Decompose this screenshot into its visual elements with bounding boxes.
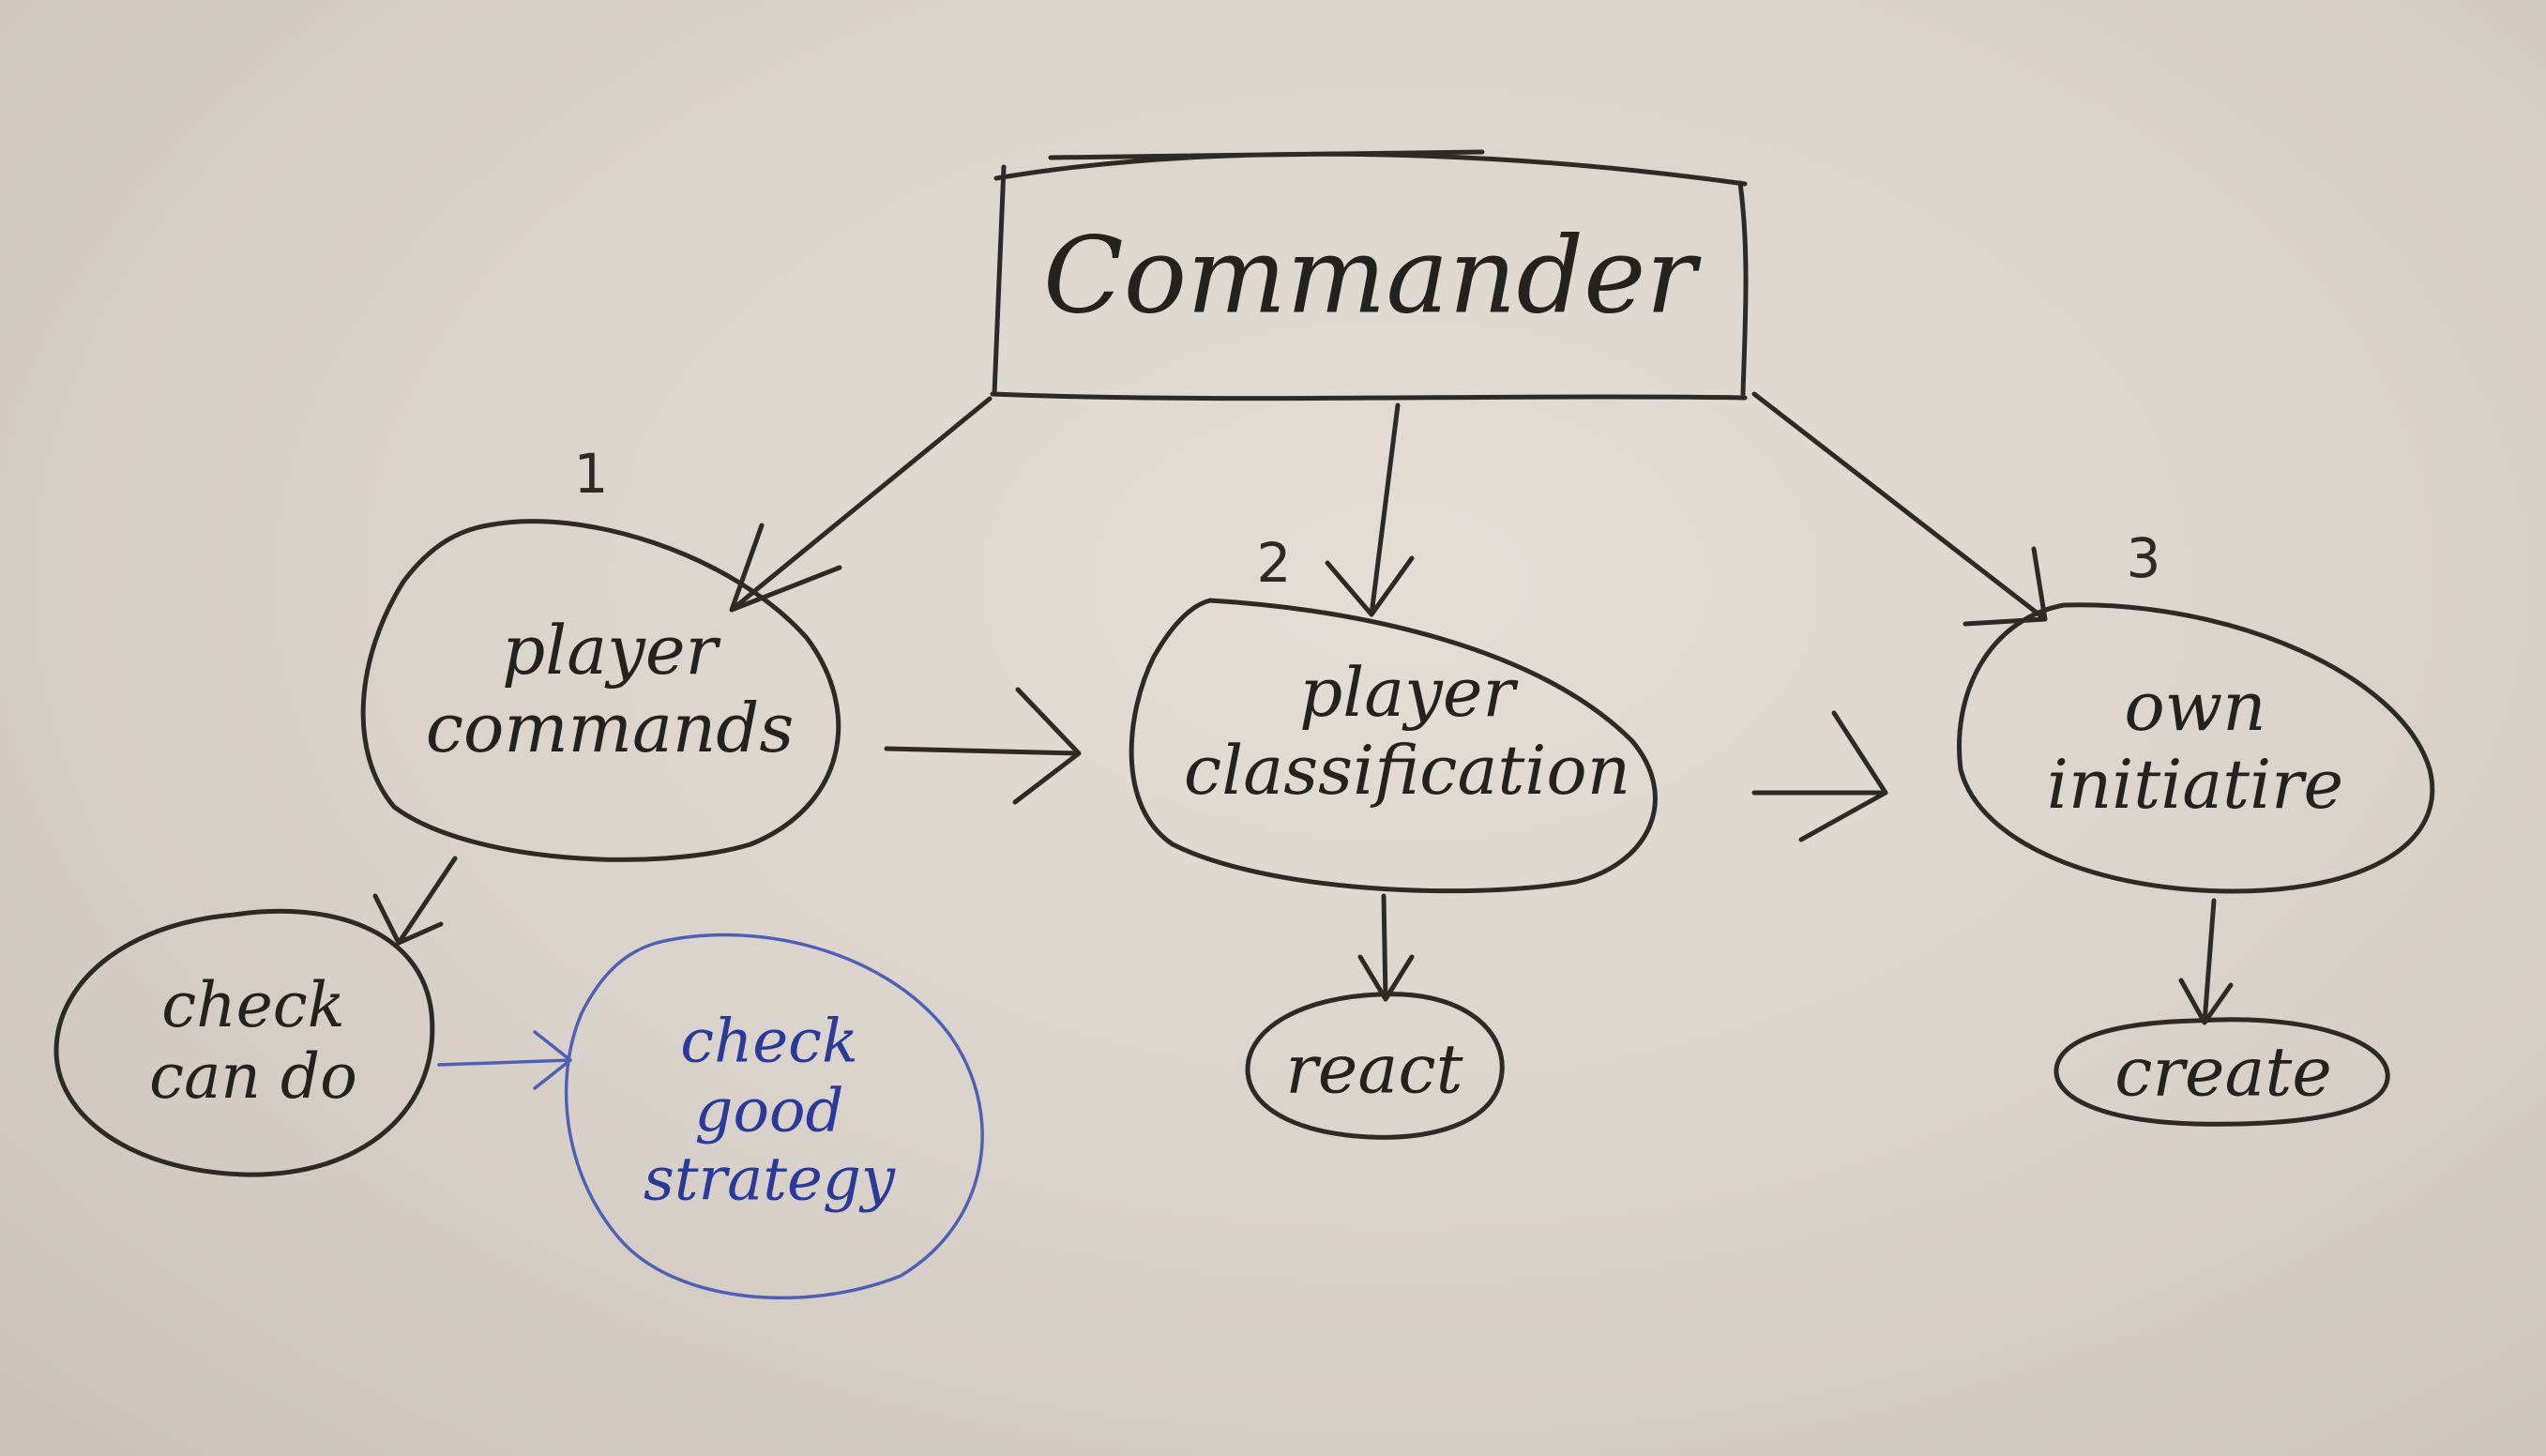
react-label: react (1285, 1029, 1463, 1109)
arrow-own-initiative-to-create (2178, 898, 2234, 1025)
arrow-check-can-do-to-good-strategy (437, 1030, 572, 1090)
create-label: create (2114, 1032, 2332, 1112)
player-classification-label: player classification (1184, 654, 1630, 810)
player-commands-line-1: player (502, 611, 718, 690)
own-initiative-node (1957, 602, 2435, 894)
react-node (1245, 992, 1505, 1140)
check-can-do-label: check can do (149, 970, 357, 1113)
arrow-player-commands-to-check-can-do (372, 856, 458, 946)
own-initiative-line-1: own (2124, 667, 2266, 747)
priority-number-1: 1 (573, 442, 609, 506)
arrow-player-commands-to-classification (884, 687, 1082, 805)
create-node (2053, 1017, 2390, 1127)
own-initiative-label: own initiatire (2047, 668, 2343, 824)
commander-label: Commander (1043, 215, 1696, 338)
arrow-commander-to-player-commands (729, 396, 993, 613)
check-can-do-line-1: check (161, 969, 345, 1042)
player-classification-node (1129, 598, 1658, 894)
arrow-classification-to-own-initiative (1751, 710, 1888, 842)
player-commands-label: player commands (426, 612, 795, 767)
check-good-strategy-line-2: good (694, 1076, 844, 1146)
priority-number-2: 2 (1256, 531, 1292, 595)
check-good-strategy-node (564, 933, 984, 1300)
check-can-do-line-2: can do (149, 1040, 357, 1113)
arrow-classification-to-react (1357, 893, 1415, 1002)
player-classification-line-2: classification (1183, 731, 1631, 810)
player-commands-line-2: commands (425, 689, 795, 767)
arrow-commander-to-own-initiative (1751, 391, 2048, 627)
player-classification-line-1: player (1299, 653, 1515, 733)
commander-box (990, 149, 1749, 402)
priority-number-3: 3 (2126, 526, 2161, 590)
check-can-do-node (53, 908, 435, 1177)
check-good-strategy-line-3: strategy (643, 1145, 896, 1215)
check-good-strategy-label: check good strategy (643, 1007, 896, 1216)
own-initiative-line-2: initiatire (2046, 745, 2344, 824)
check-good-strategy-line-1: check (680, 1007, 858, 1077)
arrow-commander-to-player-classification (1325, 402, 1415, 617)
